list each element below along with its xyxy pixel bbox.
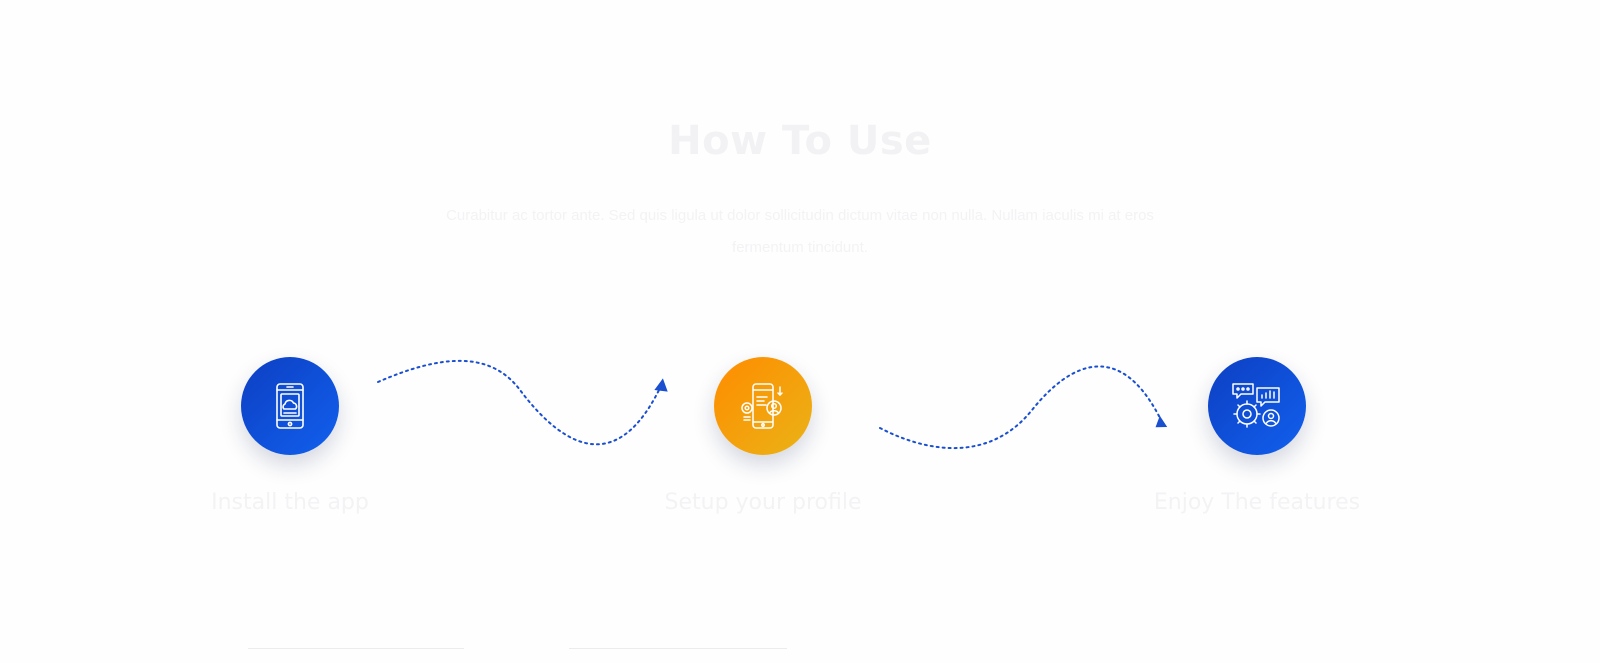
step-3-icon-circle bbox=[1208, 357, 1306, 455]
connector-arrow-2 bbox=[879, 365, 1168, 449]
step-1-label: Install the app bbox=[211, 490, 369, 515]
step-2-label: Setup your profile bbox=[664, 490, 862, 515]
smartphone-cloud-icon bbox=[276, 383, 304, 429]
step-2-icon-circle bbox=[714, 357, 812, 455]
divider-line bbox=[248, 648, 464, 649]
divider-line bbox=[569, 648, 787, 649]
step-3-label: Enjoy The features bbox=[1153, 490, 1361, 515]
connector-arrow-1 bbox=[377, 359, 668, 446]
section-title: How To Use bbox=[668, 118, 932, 164]
section-subtitle: Curabitur ac tortor ante. Sed quis ligul… bbox=[446, 207, 1154, 256]
mobile-profile-settings-icon bbox=[741, 383, 783, 429]
gear-chat-analytics-icon bbox=[1232, 383, 1280, 428]
step-1-icon-circle bbox=[241, 357, 339, 455]
